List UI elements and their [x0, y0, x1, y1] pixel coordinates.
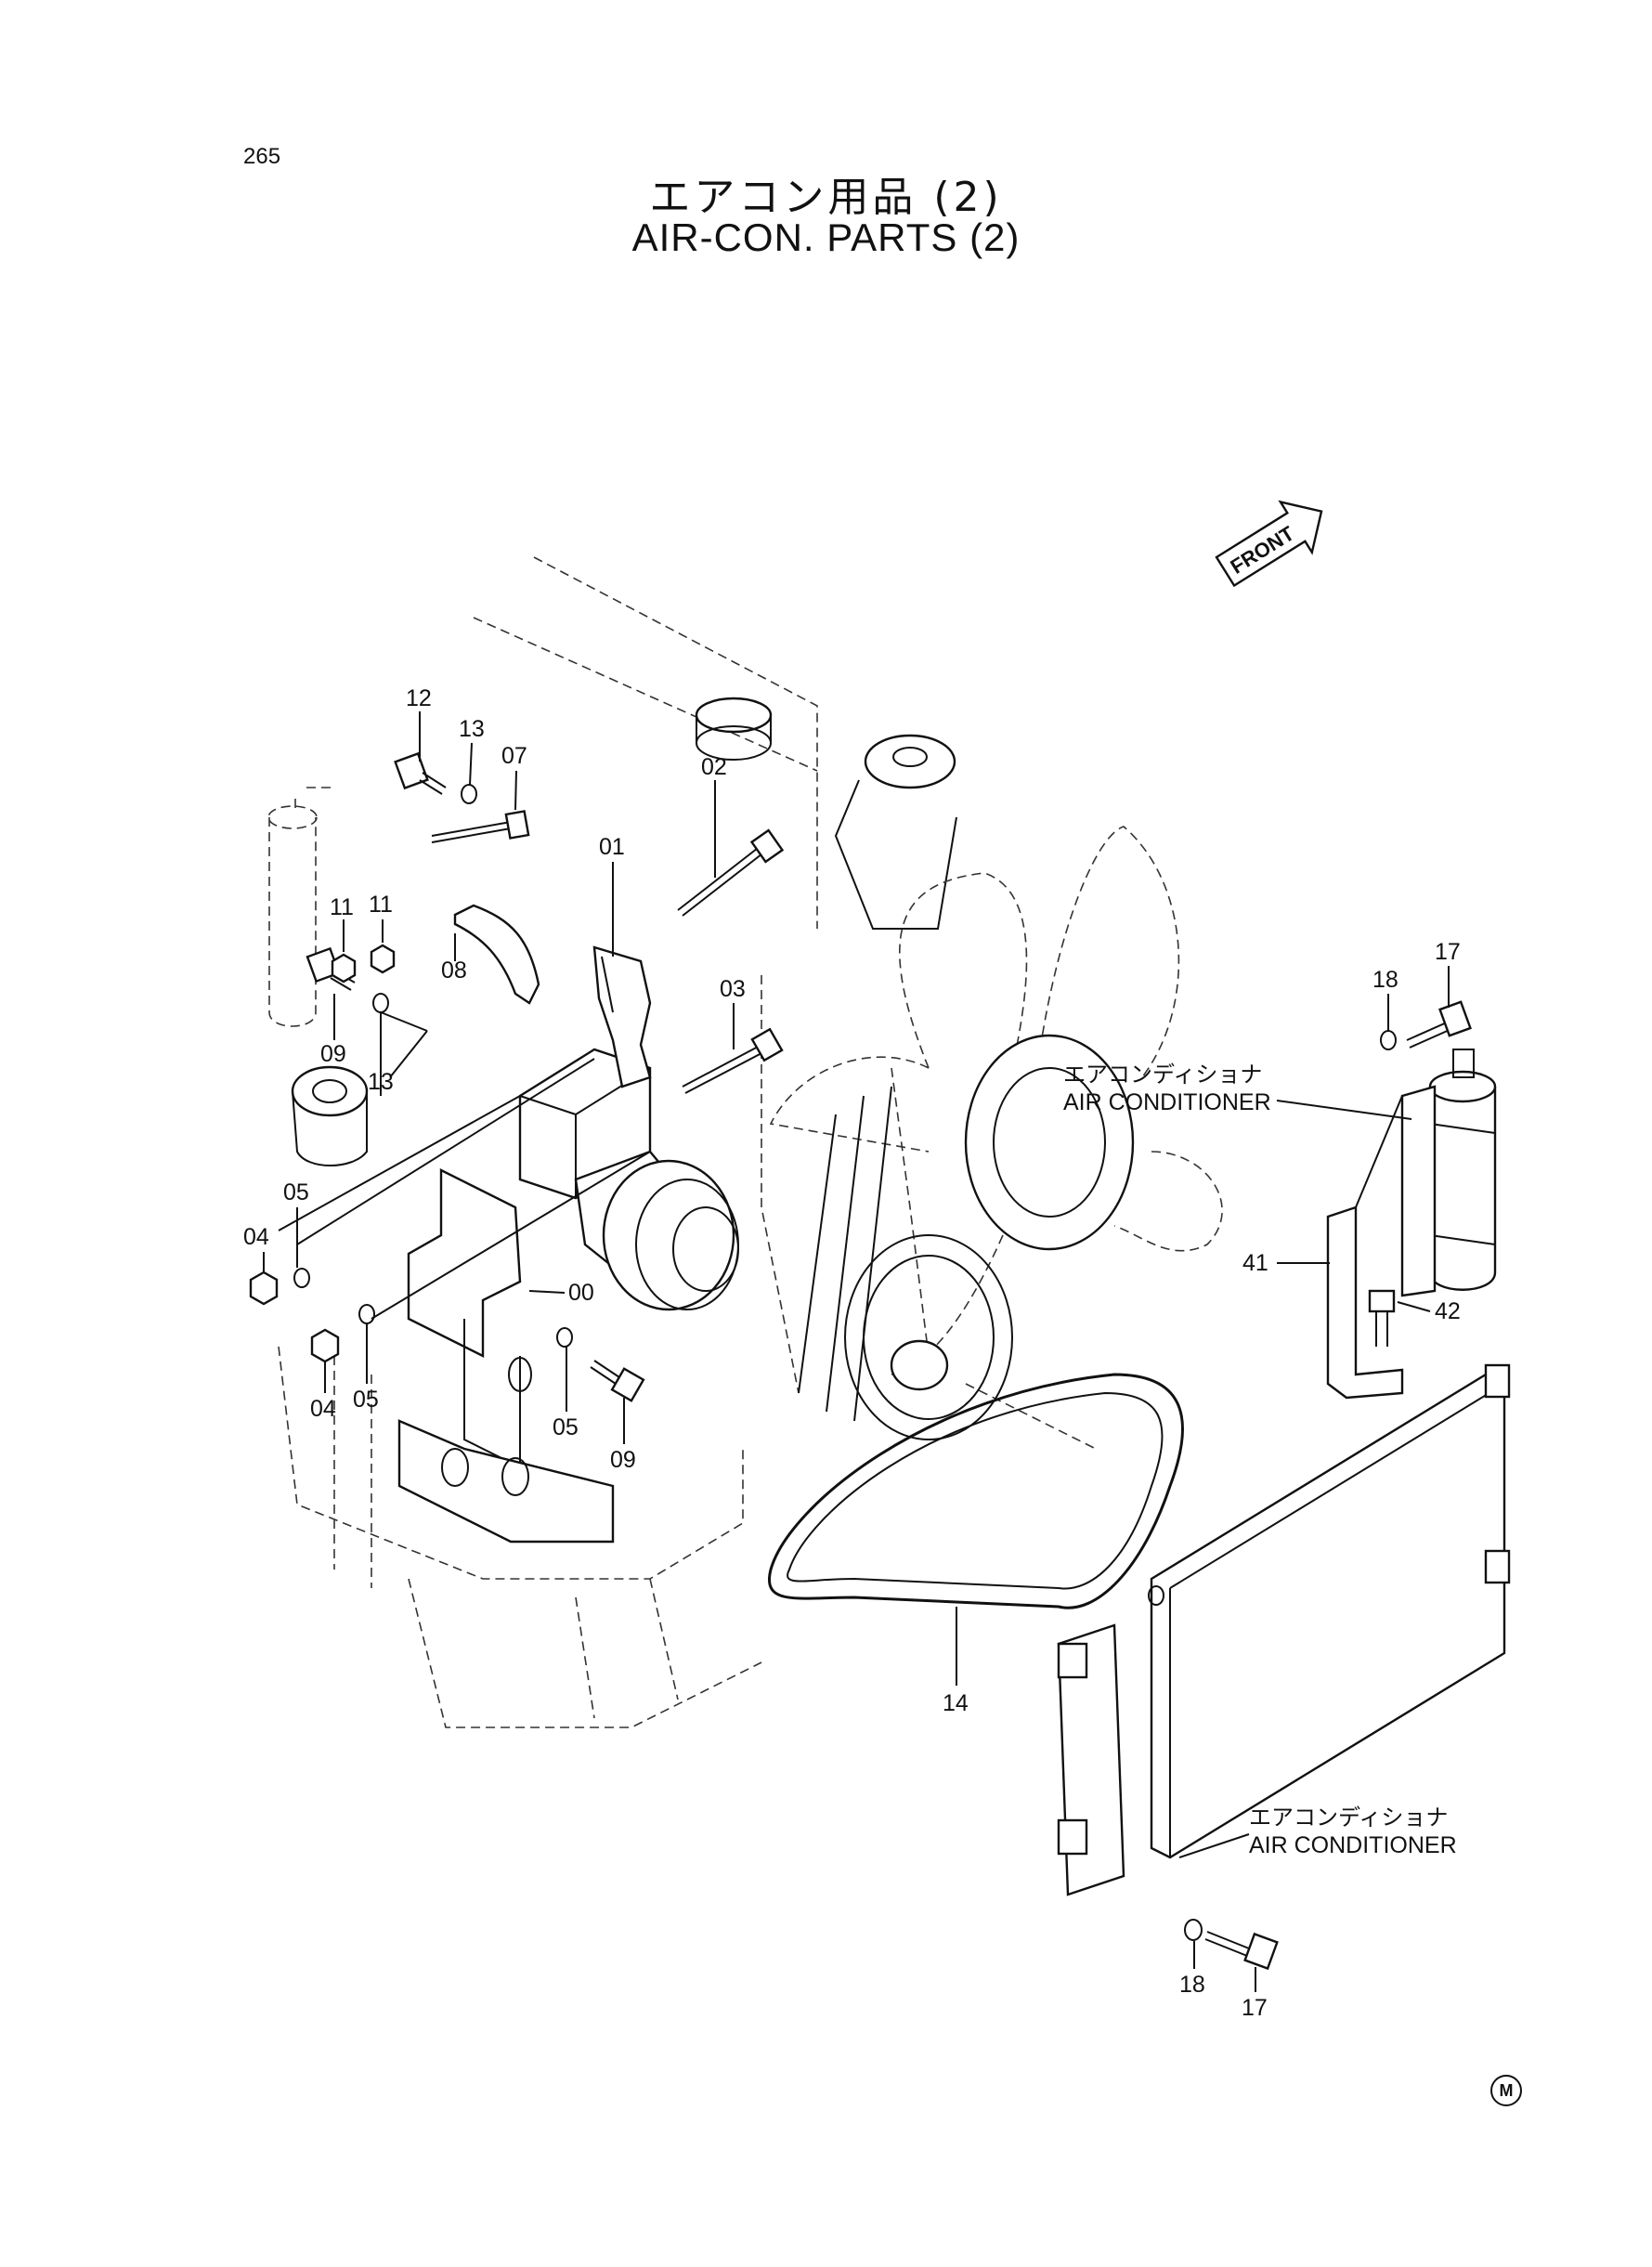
callout-41: 41 — [1242, 1250, 1268, 1276]
nut-04b — [310, 1328, 340, 1363]
bolt-09-lower — [590, 1360, 645, 1402]
registered-mark: M — [1490, 2075, 1522, 2106]
v-belt — [768, 1373, 1184, 1609]
adjust-bar — [453, 904, 540, 1005]
callout-09b: 09 — [610, 1447, 636, 1473]
svg-text:エアコンディショナ: エアコンディショナ — [1249, 1804, 1448, 1831]
callout-08: 08 — [441, 958, 467, 984]
callout-17a: 17 — [1435, 939, 1461, 965]
nut-04a — [249, 1270, 279, 1306]
callout-42: 42 — [1435, 1298, 1461, 1324]
front-direction-arrow: FRONT — [1215, 500, 1323, 588]
water-outlet-housing — [834, 734, 957, 930]
callout-05b: 05 — [353, 1387, 379, 1413]
svg-text:AIR CONDITIONER: AIR CONDITIONER — [1063, 1089, 1271, 1115]
callout-04a: 04 — [243, 1224, 269, 1250]
bolt-03 — [682, 1027, 784, 1094]
callout-07: 07 — [501, 743, 527, 769]
callout-13a: 13 — [459, 716, 485, 742]
callout-11a: 11 — [330, 894, 354, 920]
note-air-conditioner-upper: エアコンディショナ AIR CONDITIONER — [1063, 1062, 1271, 1115]
bolt-02 — [677, 828, 785, 917]
callout-03: 03 — [720, 976, 746, 1002]
hose-fitting-left — [291, 1065, 369, 1166]
title-english: AIR-CON. PARTS (2) — [631, 215, 1021, 259]
title-japanese: エアコン用品 (2) — [649, 174, 1003, 221]
bolt-07 — [431, 810, 530, 843]
drier-bracket — [1326, 1085, 1437, 1400]
callout-12: 12 — [406, 685, 432, 711]
cooling-fan — [769, 826, 1223, 1375]
callout-18b: 18 — [1179, 1972, 1205, 1998]
nut-11a — [331, 953, 357, 984]
callout-02: 02 — [701, 754, 727, 780]
bolt-42 — [1368, 1289, 1396, 1347]
callout-04b: 04 — [310, 1396, 336, 1422]
bolt-12 — [394, 751, 447, 795]
tension-bracket — [592, 945, 652, 1088]
note-air-conditioner-lower: エアコンディショナ AIR CONDITIONER — [1249, 1804, 1457, 1858]
callout-00: 00 — [568, 1280, 594, 1306]
svg-text:エアコンディショナ: エアコンディショナ — [1063, 1062, 1262, 1088]
callout-17b: 17 — [1242, 1995, 1268, 2021]
callout-05a: 05 — [283, 1179, 309, 1205]
svg-text:AIR CONDITIONER: AIR CONDITIONER — [1249, 1832, 1457, 1858]
bolt-17-upper — [1406, 1000, 1472, 1049]
leader-lines — [263, 711, 1450, 1992]
callout-05c: 05 — [553, 1414, 579, 1440]
callout-01: 01 — [599, 834, 625, 860]
callout-09a: 09 — [320, 1041, 346, 1067]
condenser — [1057, 1363, 1511, 1896]
oil-filler-cap — [695, 697, 773, 761]
ac-compressor — [518, 1048, 739, 1311]
page-number: 265 — [243, 144, 281, 169]
bolt-09-upper — [306, 946, 356, 991]
nut-11b — [370, 944, 396, 974]
compressor-bracket — [397, 1168, 615, 1544]
receiver-drier-left — [267, 787, 334, 1027]
receiver-drier-right — [1428, 1049, 1497, 1291]
callout-labels: 12 13 07 02 11 11 01 08 03 09 13 05 04 0… — [243, 685, 1461, 2021]
bolt-17-lower — [1204, 1931, 1279, 1971]
callout-14: 14 — [943, 1690, 969, 1716]
callout-18a: 18 — [1372, 967, 1398, 993]
callout-11b: 11 — [369, 892, 393, 918]
crank-pulley — [798, 1086, 1013, 1440]
callout-13b: 13 — [368, 1069, 394, 1095]
